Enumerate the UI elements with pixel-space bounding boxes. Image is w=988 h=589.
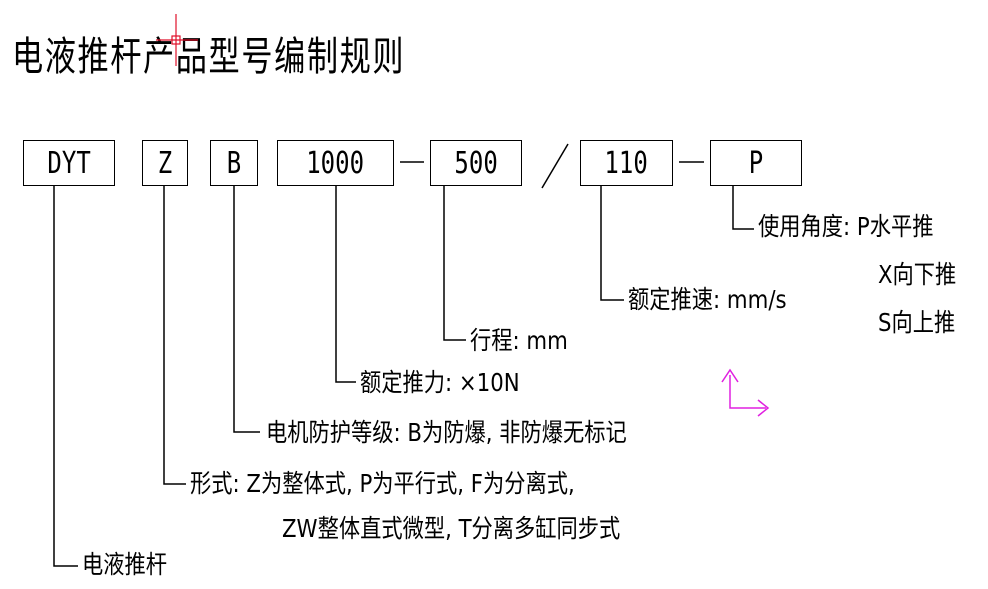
label-angle-line1: 使用角度: P水平推 — [758, 212, 934, 241]
leader-form — [163, 186, 186, 485]
leader-thrust — [335, 186, 356, 383]
label-form-line1: 形式: Z为整体式, P为平行式, F为分离式, — [190, 469, 575, 498]
label-speed: 额定推速: mm/s — [628, 285, 787, 314]
crosshair-cursor-icon — [156, 14, 198, 66]
ucs-axis-icon — [721, 368, 770, 417]
label-angle-line2: X向下推 — [878, 260, 957, 289]
leader-series — [53, 186, 78, 567]
code-protection: B — [226, 145, 242, 181]
label-form-line2: ZW整体直式微型, T分离多缸同步式 — [282, 514, 621, 543]
label-protection: 电机防护等级: B为防爆, 非防爆无标记 — [266, 418, 627, 447]
code-box-series: DYT — [23, 140, 115, 186]
leader-speed — [600, 186, 624, 301]
code-box-protection: B — [210, 140, 258, 186]
code-box-angle: P — [710, 140, 802, 186]
code-box-thrust: 1000 — [277, 140, 394, 186]
code-box-form: Z — [142, 140, 188, 186]
code-box-speed: 110 — [580, 140, 673, 186]
label-thrust: 额定推力: ×10N — [360, 368, 520, 397]
code-stroke: 500 — [454, 145, 498, 181]
separator-slash — [541, 143, 569, 189]
code-box-stroke: 500 — [430, 140, 522, 186]
code-thrust: 1000 — [306, 145, 365, 181]
code-speed: 110 — [604, 145, 649, 181]
code-angle: P — [748, 145, 764, 181]
label-angle-line3: S向上推 — [878, 308, 956, 337]
leader-angle — [732, 186, 754, 230]
label-series: 电液推杆 — [82, 550, 168, 579]
leader-stroke — [443, 186, 466, 341]
code-series: DYT — [47, 145, 91, 181]
code-form: Z — [157, 145, 173, 181]
label-stroke: 行程: mm — [470, 326, 568, 355]
leader-protection — [233, 186, 260, 433]
page-title: 电液推杆产品型号编制规则 — [12, 34, 406, 80]
